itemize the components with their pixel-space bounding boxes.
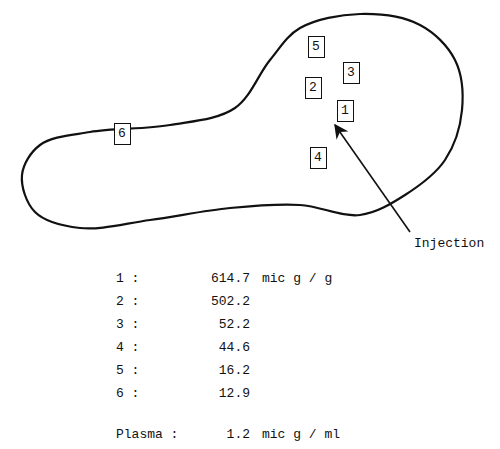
table-cell: 12.9 [219, 387, 250, 401]
table-cell: 1.2 [227, 428, 250, 442]
sample-box: 4 [310, 147, 327, 169]
sample-box: 6 [114, 123, 131, 145]
table-cell: 2 : [116, 295, 139, 309]
site-number: 5 [312, 40, 320, 54]
site-number: 3 [347, 66, 355, 80]
table-cell: mic g / g [262, 272, 332, 286]
sample-box: 2 [305, 77, 322, 99]
site-number: 4 [314, 151, 322, 165]
callout-label: Injection [414, 237, 484, 251]
table-cell: 5 : [116, 364, 139, 378]
table-cell: Plasma : [116, 428, 178, 442]
table-cell: 502.2 [211, 295, 250, 309]
table-cell: 16.2 [219, 364, 250, 378]
table-cell: 4 : [116, 341, 139, 355]
site-number: 1 [341, 104, 349, 118]
table-cell: 52.2 [219, 318, 250, 332]
site-number: 2 [309, 81, 317, 95]
table-cell: 6 : [116, 387, 139, 401]
sample-box: 3 [343, 62, 360, 84]
sample-box: 1 [337, 100, 354, 122]
injection-arrow [335, 125, 410, 232]
table-cell: 1 : [116, 272, 139, 286]
table-cell: mic g / ml [262, 428, 340, 442]
site-number: 6 [118, 127, 126, 141]
organ-outline [22, 14, 463, 229]
sample-box: 5 [308, 36, 325, 58]
table-cell: 3 : [116, 318, 139, 332]
table-cell: 614.7 [211, 272, 250, 286]
table-cell: 44.6 [219, 341, 250, 355]
